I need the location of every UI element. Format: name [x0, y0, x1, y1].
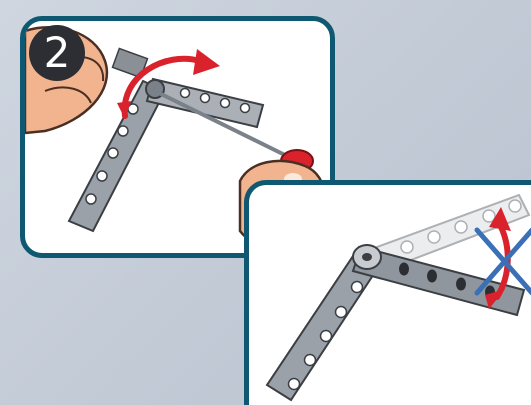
screwdriver-shaft [158, 91, 294, 161]
curved-rotation-arrow-icon [117, 49, 220, 119]
step-number-badge: 2 [29, 25, 85, 81]
instruction-panel-result [244, 180, 531, 405]
blue-x-cross-icon [474, 227, 531, 296]
metal-strip-lower [265, 245, 387, 402]
result-illustration [265, 193, 531, 402]
